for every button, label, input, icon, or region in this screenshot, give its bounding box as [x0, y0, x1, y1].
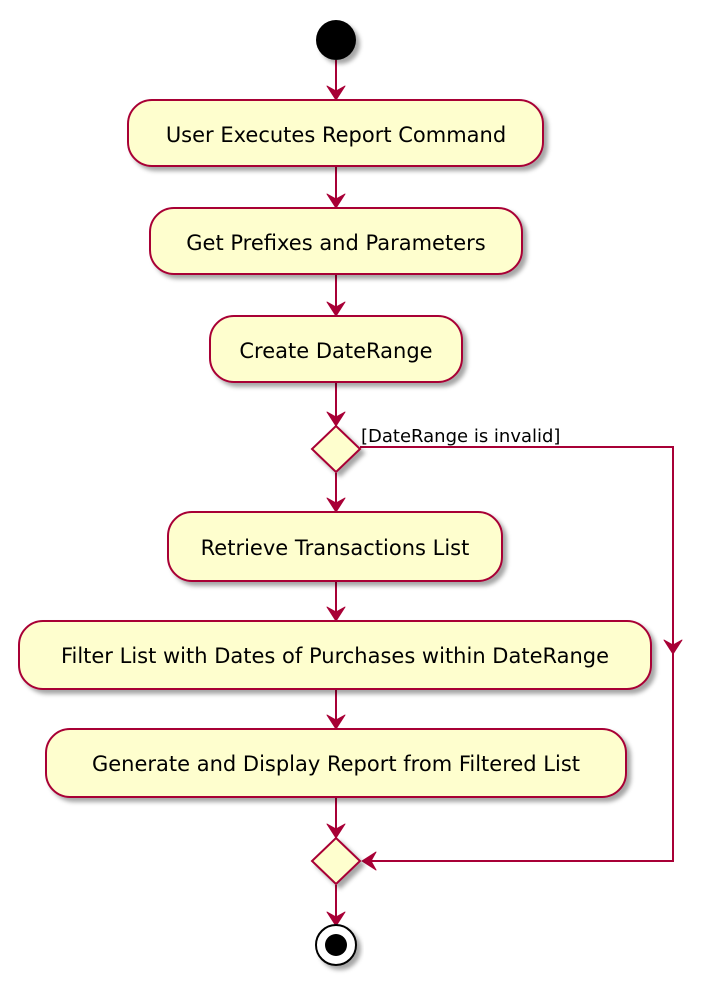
arrowhead: [326, 714, 346, 730]
arrowhead: [326, 823, 346, 839]
start-node: [316, 20, 356, 60]
action-node: User Executes Report Command: [127, 99, 544, 167]
arrowhead: [326, 606, 346, 622]
action-node: Create DateRange: [209, 315, 463, 383]
arrowhead: [326, 193, 346, 209]
action-label: Generate and Display Report from Filtere…: [92, 752, 580, 776]
action-node: Filter List with Dates of Purchases with…: [18, 620, 652, 690]
guard-label: [DateRange is invalid]: [361, 426, 560, 447]
arrowhead: [326, 497, 346, 513]
action-label: Filter List with Dates of Purchases with…: [61, 644, 609, 668]
action-label: User Executes Report Command: [166, 123, 506, 147]
merge-diamond: [310, 836, 362, 886]
action-label: Create DateRange: [239, 339, 432, 363]
action-node: Generate and Display Report from Filtere…: [45, 728, 627, 798]
arrowhead: [663, 639, 683, 655]
arrowhead: [326, 411, 346, 427]
arrowhead: [361, 851, 377, 871]
arrowhead: [326, 85, 346, 101]
arrowhead: [326, 911, 346, 927]
action-label: Retrieve Transactions List: [201, 536, 470, 560]
end-node: [315, 924, 357, 966]
action-node: Get Prefixes and Parameters: [149, 207, 523, 275]
arrowhead: [326, 301, 346, 317]
action-node: Retrieve Transactions List: [167, 511, 503, 582]
arrowheads: [326, 85, 683, 927]
action-label: Get Prefixes and Parameters: [186, 231, 485, 255]
decision-diamond: [310, 424, 362, 474]
